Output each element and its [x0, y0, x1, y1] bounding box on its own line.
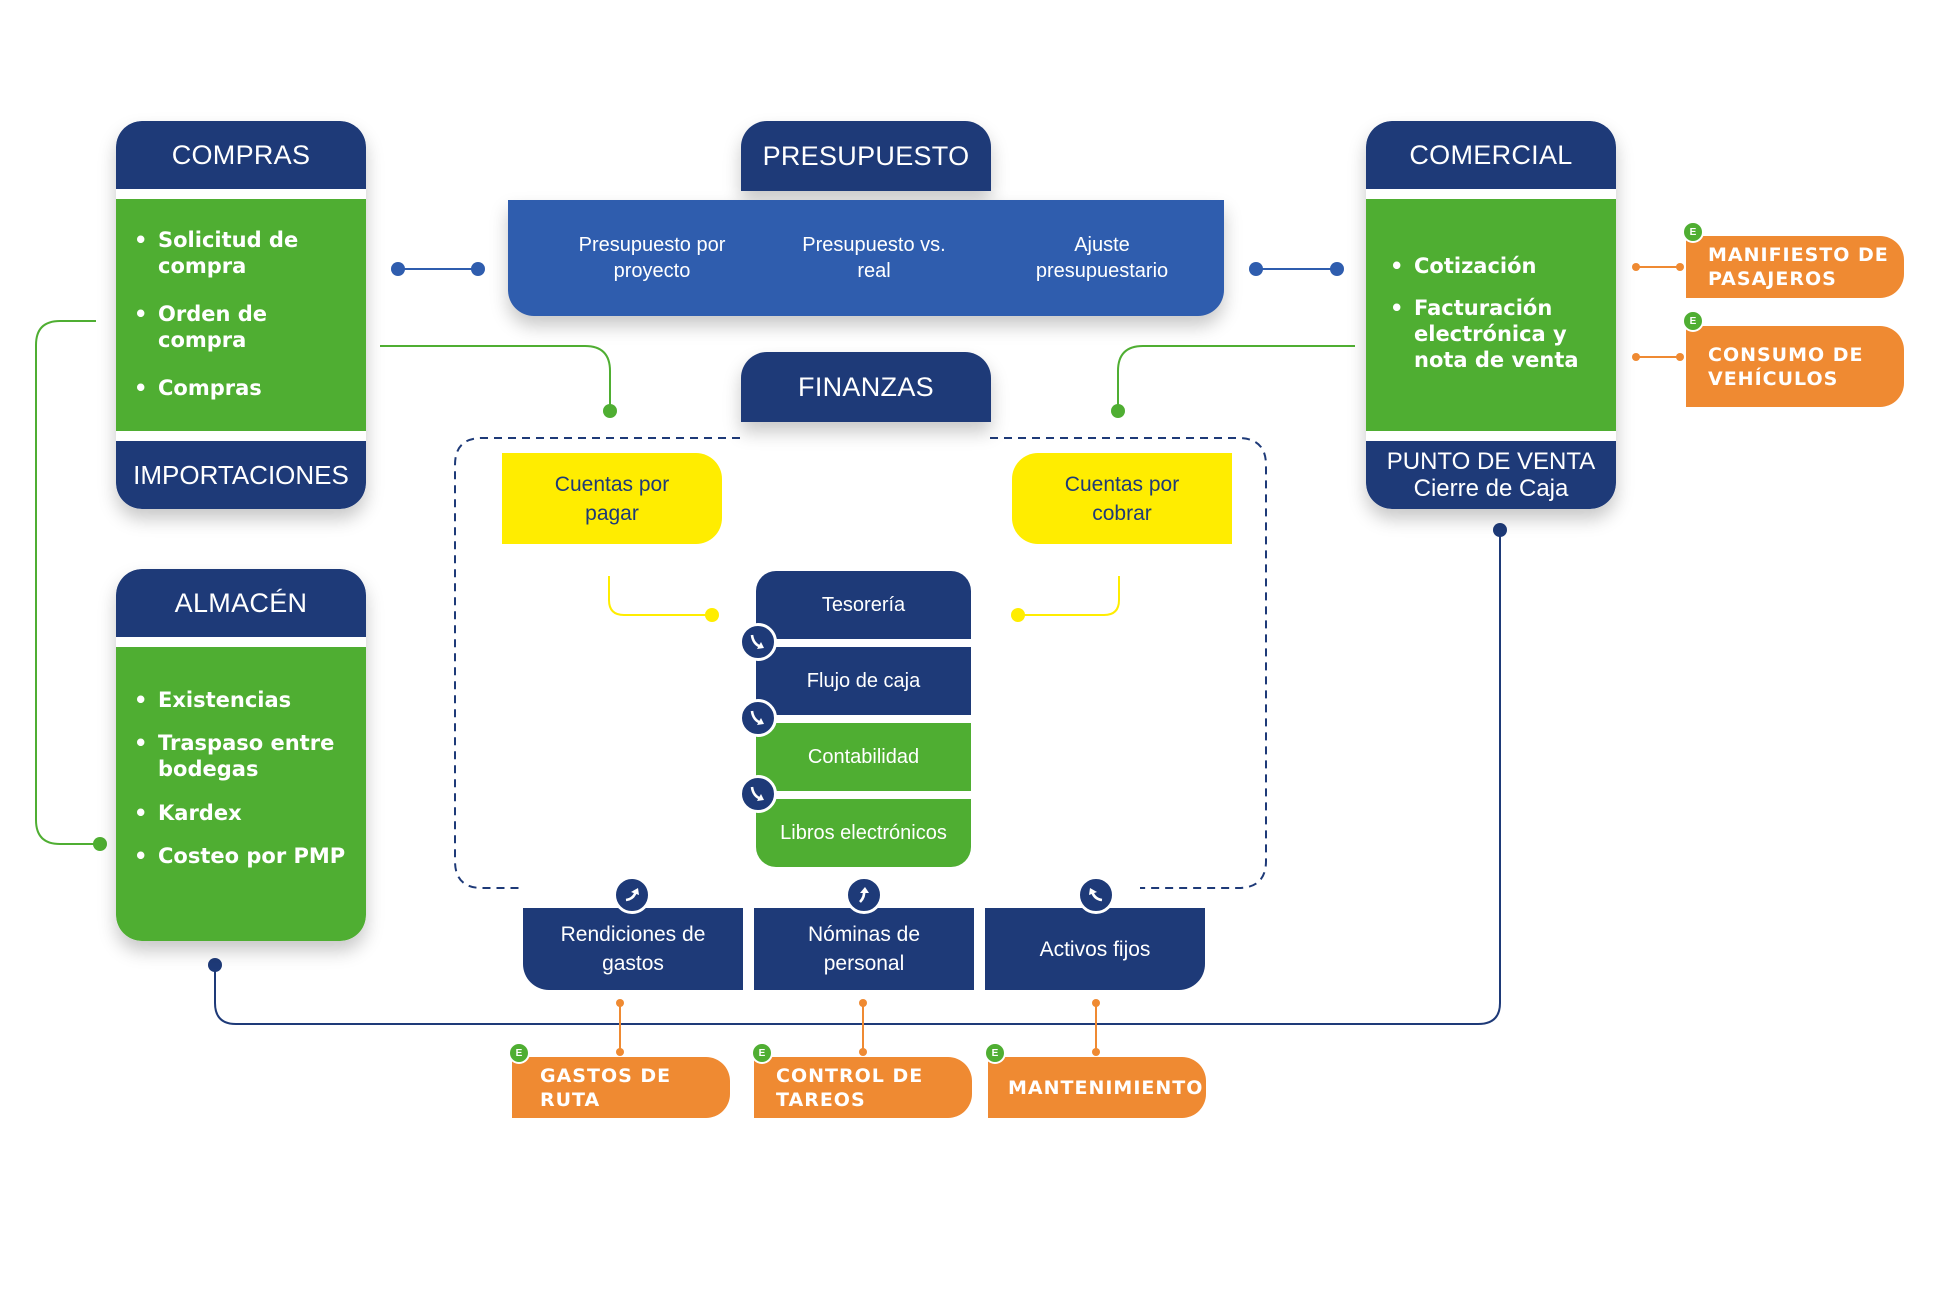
list-item: Traspaso entre bodegas	[130, 730, 352, 782]
list-item: Solicitud de compra	[130, 227, 352, 279]
rendiciones-de-gastos-block: Rendiciones de gastos	[523, 908, 743, 990]
importaciones-footer: IMPORTACIONES	[116, 441, 366, 509]
list-item: Orden de compra	[130, 301, 352, 353]
curved-arrow-down-icon	[739, 775, 777, 813]
compras-body: Solicitud de compra Orden de compra Comp…	[116, 199, 366, 431]
compras-list: Solicitud de compra Orden de compra Comp…	[130, 227, 352, 401]
comercial-list: Cotización Facturación electrónica y not…	[1386, 253, 1602, 373]
list-item: Costeo por PMP	[130, 843, 352, 869]
punto-de-venta-footer: PUNTO DE VENTA Cierre de Caja	[1366, 441, 1616, 509]
mantenimiento-box: MANTENIMIENTO	[988, 1057, 1206, 1118]
presupuesto-item: Ajuste presupuestario	[1035, 234, 1169, 282]
nominas-de-personal-block: Nóminas de personal	[754, 908, 974, 990]
external-badge-icon: E	[1682, 310, 1704, 332]
cuentas-por-pagar: Cuentas por pagar	[502, 453, 722, 544]
cuentas-por-cobrar: Cuentas por cobrar	[1012, 453, 1232, 544]
compras-module: COMPRAS Solicitud de compra Orden de com…	[116, 121, 366, 509]
presupuesto-body: Presupuesto por proyecto Presupuesto vs.…	[508, 200, 1224, 316]
activos-fijos-block: Activos fijos	[985, 908, 1205, 990]
tesoreria-block: Tesorería	[756, 571, 971, 639]
punto-de-venta-label: PUNTO DE VENTA	[1386, 448, 1596, 475]
curved-arrow-up-icon	[845, 876, 883, 914]
list-item: Kardex	[130, 800, 352, 826]
presupuesto-item: Presupuesto por proyecto	[578, 234, 726, 282]
comercial-body: Cotización Facturación electrónica y not…	[1366, 199, 1616, 431]
list-item: Cotización	[1386, 253, 1602, 279]
almacen-module: ALMACÉN Existencias Traspaso entre bodeg…	[116, 569, 366, 941]
libros-electronicos-block: Libros electrónicos	[756, 799, 971, 867]
flujo-de-caja-block: Flujo de caja	[756, 647, 971, 715]
comercial-header: COMERCIAL	[1366, 121, 1616, 189]
curved-arrow-down-icon	[739, 699, 777, 737]
list-item: Facturación electrónica y nota de venta	[1386, 295, 1602, 373]
external-badge-icon: E	[508, 1042, 530, 1064]
external-badge-icon: E	[984, 1042, 1006, 1064]
almacen-list: Existencias Traspaso entre bodegas Karde…	[130, 687, 352, 869]
curved-arrow-up-left-icon	[1077, 876, 1115, 914]
curved-arrow-down-icon	[739, 623, 777, 661]
list-item: Existencias	[130, 687, 352, 713]
presupuesto-item: Presupuesto vs. real	[802, 234, 946, 282]
external-badge-icon: E	[1682, 221, 1704, 243]
contabilidad-block: Contabilidad	[756, 723, 971, 791]
curved-arrow-up-right-icon	[613, 876, 651, 914]
manifiesto-de-pasajeros-box: MANIFIESTO DE PASAJEROS	[1686, 236, 1904, 298]
consumo-de-vehiculos-box: CONSUMO DE VEHÍCULOS	[1686, 326, 1904, 407]
almacen-header: ALMACÉN	[116, 569, 366, 637]
almacen-body: Existencias Traspaso entre bodegas Karde…	[116, 647, 366, 941]
cierre-de-caja-label: Cierre de Caja	[1413, 475, 1569, 502]
compras-header: COMPRAS	[116, 121, 366, 189]
presupuesto-header: PRESUPUESTO	[741, 121, 991, 191]
control-de-tareos-box: CONTROL DE TAREOS	[754, 1057, 972, 1118]
comercial-module: COMERCIAL Cotización Facturación electró…	[1366, 121, 1616, 509]
finanzas-header: FINANZAS	[741, 352, 991, 422]
external-badge-icon: E	[751, 1042, 773, 1064]
list-item: Compras	[130, 375, 352, 401]
gastos-de-ruta-box: GASTOS DE RUTA	[512, 1057, 730, 1118]
